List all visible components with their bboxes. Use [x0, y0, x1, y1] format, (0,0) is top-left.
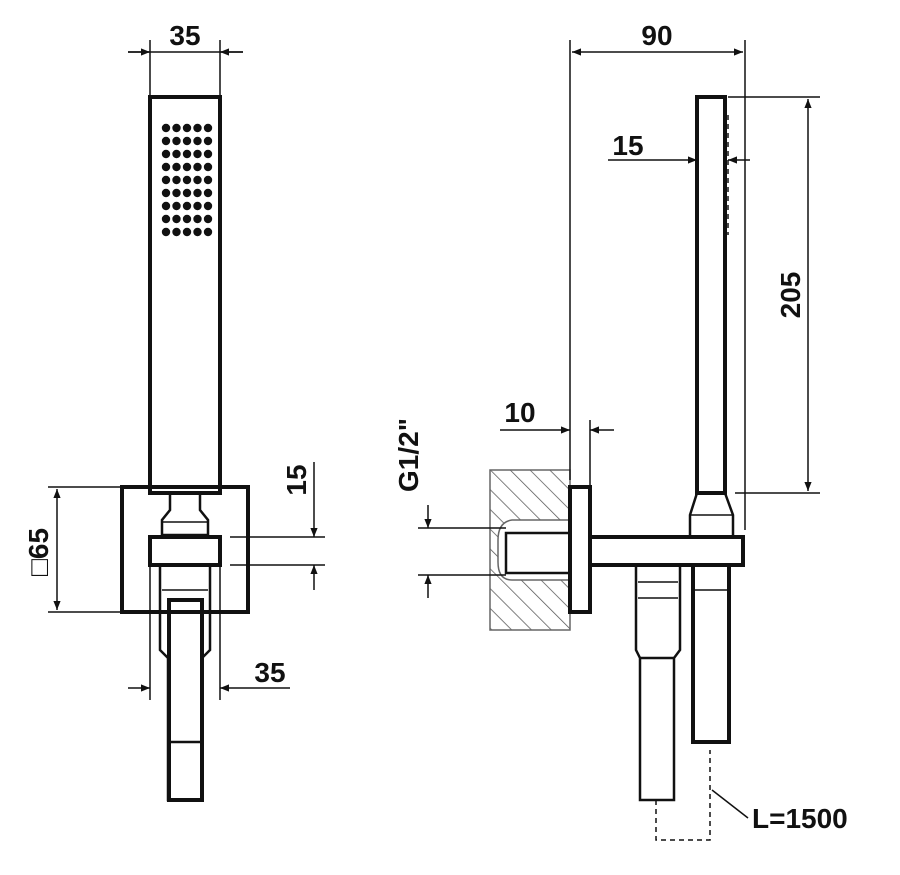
- dim-head-length: 205: [775, 272, 806, 319]
- nozzle-dot: [193, 162, 202, 172]
- nozzle-dot-grid: [161, 123, 213, 237]
- nozzle-dot: [182, 136, 192, 146]
- nozzle-dot: [182, 188, 192, 198]
- shower-head-side: [695, 95, 727, 495]
- hose-front: [167, 598, 204, 802]
- nozzle-dot: [172, 149, 181, 159]
- dim-base-square: □65: [23, 528, 54, 576]
- nozzle-dot: [172, 201, 181, 211]
- nozzle-dot: [203, 188, 213, 198]
- wall-flange-side: [568, 485, 592, 614]
- nozzle-dot: [172, 227, 181, 237]
- dim-thread: G1/2": [393, 418, 424, 492]
- nozzle-dot: [172, 136, 181, 146]
- nozzle-dot: [203, 201, 213, 211]
- nozzle-dot: [161, 136, 171, 146]
- nozzle-dot: [203, 162, 213, 172]
- front-view: 35 □65 15 35: [23, 20, 325, 802]
- nozzle-dot: [203, 175, 213, 185]
- dim-head-depth: 15: [612, 130, 643, 161]
- side-view: 90 15 205 10 G1/2" L=1500: [393, 20, 848, 841]
- nozzle-dot: [203, 227, 213, 237]
- nozzle-dot: [203, 136, 213, 146]
- nozzle-dot: [193, 149, 202, 159]
- shower-head-front: [148, 95, 222, 495]
- hose-head-side: [691, 563, 731, 744]
- dim-hose-width: 35: [254, 657, 285, 688]
- holder-block-front: [148, 535, 222, 567]
- wall-plate-front: [120, 485, 250, 614]
- holder-arm-side: [588, 535, 745, 567]
- head-connector-front: [160, 493, 210, 537]
- dim-holder-height: 15: [281, 464, 312, 495]
- nozzle-dot: [203, 214, 213, 224]
- dim-wall-plate: 10: [504, 397, 535, 428]
- nozzle-dot: [172, 162, 181, 172]
- dim-hose-length: L=1500: [752, 803, 848, 834]
- nozzle-dot: [193, 227, 202, 237]
- nozzle-dot: [182, 162, 192, 172]
- nozzle-dot: [172, 123, 181, 133]
- nozzle-dot: [161, 188, 171, 198]
- inlet-fitting-side: [634, 565, 682, 802]
- nozzle-dot: [203, 149, 213, 159]
- nozzle-dot: [182, 175, 192, 185]
- nozzle-dot: [161, 227, 171, 237]
- nozzle-dot: [203, 123, 213, 133]
- nozzle-dot: [161, 123, 171, 133]
- nozzle-dot: [161, 175, 171, 185]
- nozzle-dot: [172, 175, 181, 185]
- dim-head-width: 35: [169, 20, 200, 51]
- nozzle-dot: [172, 188, 181, 198]
- wall-recess: [497, 519, 571, 581]
- dim-total-depth: 90: [641, 20, 672, 51]
- nozzle-dot: [193, 175, 202, 185]
- hose-continuation: [655, 750, 711, 841]
- nozzle-dot: [193, 201, 202, 211]
- nozzle-dot: [161, 201, 171, 211]
- nozzle-dot: [182, 149, 192, 159]
- nozzle-dot: [172, 214, 181, 224]
- nozzle-dot: [182, 227, 192, 237]
- nozzle-dot: [193, 136, 202, 146]
- nozzle-dot: [161, 149, 171, 159]
- nozzle-dot: [193, 214, 202, 224]
- nozzle-dot: [182, 123, 192, 133]
- nozzle-dot: [161, 162, 171, 172]
- nozzle-dot: [161, 214, 171, 224]
- nozzle-dot: [193, 123, 202, 133]
- nozzle-dot: [182, 214, 192, 224]
- nozzle-dot: [182, 201, 192, 211]
- nozzle-dot: [193, 188, 202, 198]
